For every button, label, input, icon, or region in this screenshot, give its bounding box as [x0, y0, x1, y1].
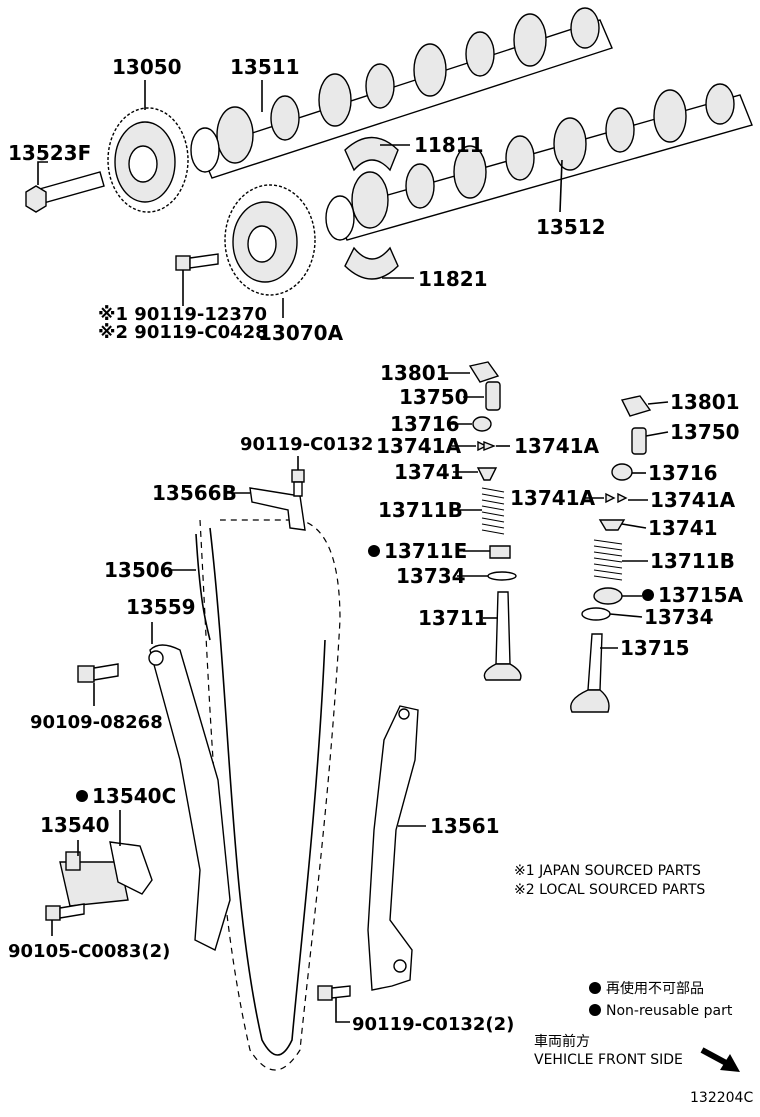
label-13716-intake: 13716 [390, 412, 460, 436]
label-11821: 11821 [418, 267, 488, 291]
label-13711B-exhaust: 13711B [650, 549, 735, 573]
label-13512: 13512 [536, 215, 606, 239]
direction-indicator: 車両前方 VEHICLE FRONT SIDE [534, 1033, 740, 1072]
label-13511: 13511 [230, 55, 300, 79]
label-13566B: 13566B [152, 481, 237, 505]
label-90119-C0132-bottom: 90119-C0132(2) [352, 1014, 514, 1035]
label-13540C: 13540C [92, 784, 176, 808]
part-labels: 13050 13511 13523F 11811 13512 11821 ※1 … [8, 55, 744, 1035]
label-13750-exhaust: 13750 [670, 420, 740, 444]
label-13741A-exhaust-right: 13741A [650, 488, 736, 512]
chain-guide-13561 [367, 705, 419, 991]
label-13711E: 13711E [384, 539, 467, 563]
legend-non-reusable-jp: 再使用不可部品 [606, 980, 704, 997]
tensioner-arm-13559 [148, 644, 231, 951]
label-13559: 13559 [126, 595, 196, 619]
label-90119-C0428: ※2 90119-C0428 [98, 322, 268, 343]
label-13741A-intake-left: 13741A [376, 434, 462, 458]
label-13716-exhaust: 13716 [648, 461, 718, 485]
label-13741A-intake-right: 13741A [514, 434, 600, 458]
camshaft-13512 [325, 83, 753, 241]
label-13801-intake: 13801 [380, 361, 450, 385]
label-11811: 11811 [414, 133, 484, 157]
label-13734-exhaust: 13734 [644, 605, 714, 629]
label-13801-exhaust: 13801 [670, 390, 740, 414]
label-13741-intake: 13741 [394, 460, 464, 484]
bolt-90119-C0132-bottom [317, 985, 351, 1001]
label-13561: 13561 [430, 814, 500, 838]
label-13741A-exhaust-left: 13741A [510, 486, 596, 510]
direction-jp: 車両前方 [534, 1033, 590, 1050]
legend: 再使用不可部品 Non-reusable part [589, 980, 733, 1019]
label-90109-08268: 90109-08268 [30, 712, 163, 733]
legend-dot-en [589, 1004, 601, 1016]
bearing-11821 [344, 246, 399, 280]
bolt-13523F [25, 171, 105, 213]
label-90105-C0083: 90105-C0083(2) [8, 941, 170, 962]
label-13715A: 13715A [658, 583, 744, 607]
non-reusable-dot-13715A [642, 589, 654, 601]
sourcing-notes: ※1 JAPAN SOURCED PARTS ※2 LOCAL SOURCED … [514, 863, 705, 898]
bolt-90109-08268 [77, 663, 119, 683]
label-13711B-intake: 13711B [378, 498, 463, 522]
valve-train-intake [468, 361, 522, 681]
label-13741-exhaust: 13741 [648, 516, 718, 540]
diagram-code: 132204C [690, 1090, 753, 1106]
label-13750-intake: 13750 [399, 385, 469, 409]
valve-train-exhaust [570, 395, 652, 713]
bearing-11811 [344, 136, 399, 172]
cam-timing-gear-13050 [107, 107, 189, 213]
direction-en: VEHICLE FRONT SIDE [534, 1052, 683, 1068]
label-13734-intake: 13734 [396, 564, 466, 588]
legend-dot-jp [589, 982, 601, 994]
tensioner-13540 [59, 841, 153, 907]
label-13540: 13540 [40, 813, 110, 837]
vehicle-front-arrow-icon [700, 1047, 740, 1072]
label-13050: 13050 [112, 55, 182, 79]
bolt-90105-C0083 [45, 903, 85, 921]
label-13506: 13506 [104, 558, 174, 582]
leader-lines [37, 80, 669, 1023]
sprocket-13070A [224, 184, 316, 296]
note-japan-sourced: ※1 JAPAN SOURCED PARTS [514, 863, 701, 879]
bolt-90119-12370 [175, 253, 219, 271]
legend-non-reusable-en: Non-reusable part [606, 1003, 733, 1019]
camshaft-13511 [190, 7, 613, 179]
label-13715: 13715 [620, 636, 690, 660]
non-reusable-dot-13540C [76, 790, 88, 802]
note-local-sourced: ※2 LOCAL SOURCED PARTS [514, 882, 705, 898]
bolt-90119-C0132-top [291, 469, 305, 497]
non-reusable-dot-13711E [368, 545, 380, 557]
label-90119-C0132-top: 90119-C0132 [240, 434, 373, 455]
label-13070A: 13070A [258, 321, 344, 345]
label-13711: 13711 [418, 606, 488, 630]
label-90119-12370: ※1 90119-12370 [98, 304, 267, 325]
label-13523F: 13523F [8, 141, 91, 165]
